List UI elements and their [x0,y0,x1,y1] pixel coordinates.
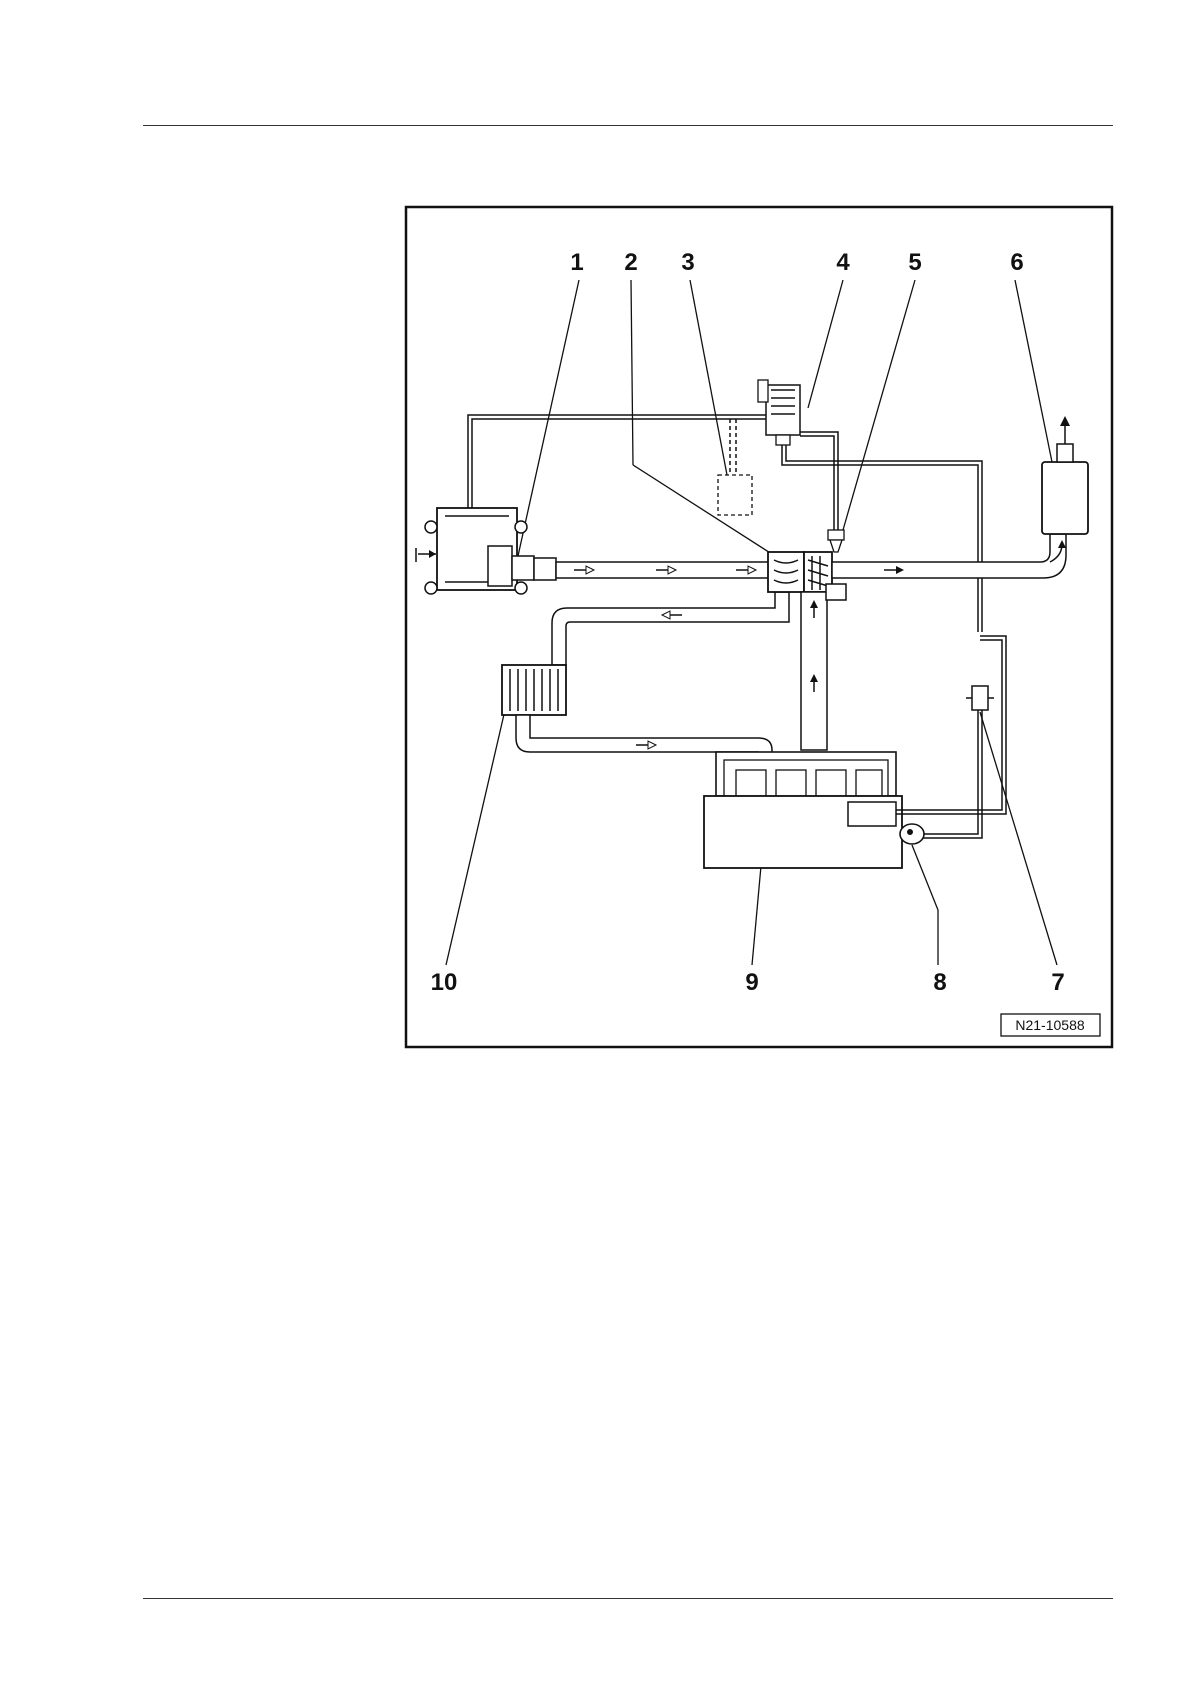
engine-control-unit-box [848,802,896,826]
intake-pipe [534,558,771,580]
callout-4: 4 [836,249,850,276]
figure-frame [406,207,1112,1047]
figure-reference: N21-10588 [1001,1014,1100,1036]
intake-manifold [716,752,896,796]
callout-3: 3 [681,249,694,276]
component-8-sensor [900,824,924,844]
figure-reference-number: N21-10588 [1015,1017,1084,1033]
callout-7: 7 [1051,969,1064,996]
callout-8: 8 [933,969,946,996]
component-10-intercooler [502,665,566,715]
component-2-turbocharger [768,552,832,592]
component-1-sensor [512,556,534,580]
callout-6: 6 [1010,249,1023,276]
component-9-engine [704,796,902,868]
callout-9: 9 [745,969,758,996]
callout-1: 1 [570,249,583,276]
callout-10: 10 [431,969,458,996]
callout-2: 2 [624,249,637,276]
callout-5: 5 [908,249,921,276]
